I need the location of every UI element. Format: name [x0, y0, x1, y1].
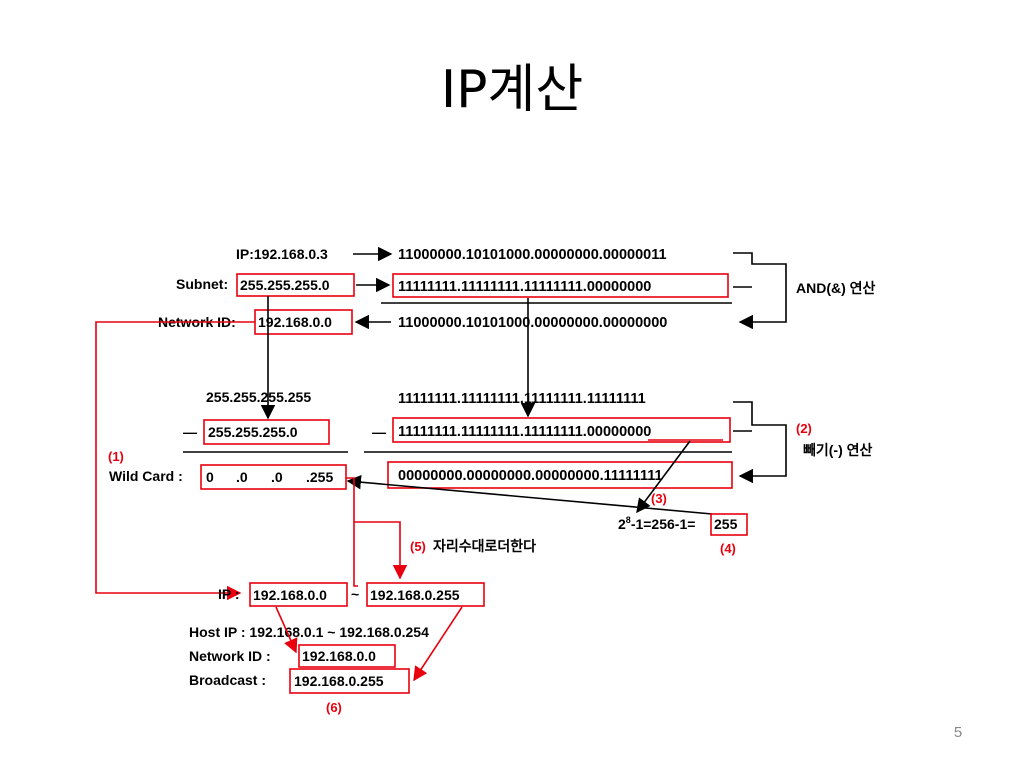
wildcard-value-1: 0	[206, 469, 214, 485]
network-id-line-label: Network ID :	[189, 648, 271, 664]
subtract-sign-right: —	[372, 424, 386, 440]
power-result-box	[710, 513, 748, 536]
range-end: 192.168.0.255	[370, 587, 460, 603]
power-base: 2	[618, 516, 626, 532]
wildcard-label: Wild Card :	[109, 468, 183, 484]
power-result: 255	[714, 516, 738, 532]
wildcard-value-4: .255	[306, 469, 333, 485]
subtrahend-binary-suffix: 00000000	[587, 424, 652, 440]
digit-note-arrow	[354, 521, 408, 580]
subtrahend-binary-prefix: 11111111.11111111.11111111.	[398, 424, 587, 440]
digit-note-line: (5)	[410, 539, 426, 554]
and-bracket	[733, 252, 787, 323]
subtract-sign-left: —	[183, 424, 197, 440]
wildcard-value-3: .0	[271, 469, 283, 485]
marker-2: (2)	[796, 421, 812, 436]
all-ones-binary: 11111111.11111111.11111111.11111111	[398, 391, 646, 407]
and-operation-label: AND(&) 연산	[796, 280, 876, 296]
subnet-binary-box	[392, 273, 729, 298]
marker-3: (3)	[651, 491, 667, 506]
end-to-broadcast-arrow	[413, 606, 463, 682]
host-ip-line: Host IP : 192.168.0.1 ~ 192.168.0.254	[189, 624, 429, 640]
wildcard-values-box	[200, 464, 347, 490]
marker-4: (4)	[720, 541, 736, 556]
subnet-value: 255.255.255.0	[240, 277, 330, 293]
subtract-operation-label: 빼기(-) 연산	[803, 442, 873, 458]
power-expression: 28-1=256-1=	[618, 515, 695, 532]
marker-6: (6)	[326, 700, 342, 715]
range-end-box	[366, 582, 485, 607]
network-id-value: 192.168.0.0	[258, 314, 332, 330]
subtrahend-decimal: 255.255.255.0	[208, 424, 298, 440]
broadcast-label: Broadcast :	[189, 672, 266, 688]
subnet-label: Subnet:	[176, 276, 228, 292]
wildcard-binary-box	[387, 461, 733, 489]
subnet-binary: 11111111.11111111.11111111.00000000	[398, 279, 651, 295]
digit-note: 자리수대로더한다	[433, 538, 536, 554]
suffix-to-power-arrow	[636, 440, 691, 514]
power-exponent: 8	[626, 515, 631, 525]
start-to-network-arrow	[275, 606, 298, 654]
wildcard-binary: 00000000.00000000.00000000.11111111	[398, 468, 663, 484]
broadcast-value: 192.168.0.255	[294, 673, 384, 689]
marker-5: (5)	[410, 539, 426, 554]
range-start: 192.168.0.0	[253, 587, 327, 603]
wildcard-bracket-down	[346, 477, 358, 587]
network-binary: 11000000.10101000.00000000.00000000	[398, 315, 667, 331]
subtrahend-decimal-box	[203, 419, 330, 445]
subtrahend-binary: 11111111.11111111.11111111.00000000	[398, 424, 651, 440]
range-label: IP :	[218, 586, 240, 602]
network-id-loop-arrow	[95, 321, 255, 601]
range-separator: ~	[351, 586, 359, 602]
ip-label: IP:192.168.0.3	[236, 246, 328, 262]
network-id-line-box	[298, 644, 396, 668]
subtrahend-binary-box	[392, 417, 731, 443]
marker-1: (1)	[108, 449, 124, 464]
page-number: 5	[953, 724, 963, 741]
slide-title: IP계산	[440, 60, 584, 120]
range-start-box	[249, 582, 348, 607]
result-to-wildcard-arrow	[346, 474, 713, 515]
network-id-line-value: 192.168.0.0	[302, 648, 376, 664]
broadcast-box	[289, 668, 410, 694]
subtract-bracket	[733, 401, 787, 477]
wildcard-value-2: .0	[236, 469, 248, 485]
all-ones-decimal: 255.255.255.255	[206, 389, 311, 405]
ip-binary: 11000000.10101000.00000000.00000011	[398, 247, 667, 263]
subnet-value-box	[236, 273, 355, 297]
power-rest: -1=256-1=	[631, 516, 696, 532]
